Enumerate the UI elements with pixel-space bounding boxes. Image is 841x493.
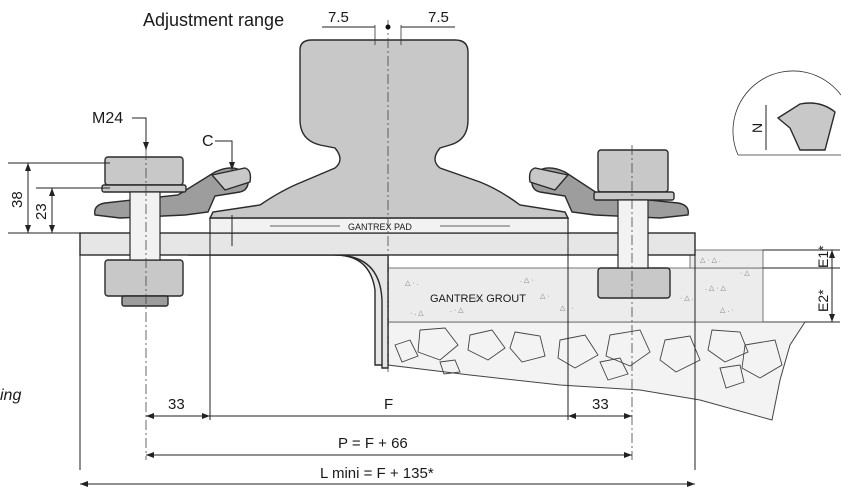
- grout-texture: △ · . · △ . . △ · △ . · · . △ △ · △ . . △ · …: [405, 257, 750, 317]
- left-bolt-end: [121, 295, 169, 307]
- adjustment-range-label: Adjustment range: [143, 10, 284, 30]
- detail-circle-arc: [732, 70, 841, 156]
- concrete-foundation: [387, 321, 806, 421]
- l-formula-label: L mini = F + 135*: [320, 465, 434, 482]
- detail-n-label: N: [749, 123, 765, 133]
- dim-f-label: F: [384, 396, 393, 413]
- svg-text:· . △: · . △: [410, 310, 424, 317]
- left-nut-bottom: [104, 259, 184, 297]
- c-label: C: [202, 133, 214, 150]
- adjustment-right-value: 7.5: [428, 9, 449, 26]
- left-nut-top: [104, 156, 184, 186]
- left-bolt-shank: [129, 191, 161, 261]
- svg-text:· △: · △: [740, 270, 750, 277]
- gantrex-grout-label: GANTREX GROUT: [430, 293, 526, 305]
- detail-clip-shape: [776, 102, 836, 151]
- svg-text:△ ·: △ ·: [540, 293, 550, 300]
- svg-text:· △ .: · △ .: [680, 295, 694, 302]
- grout-upper-layer: [689, 249, 764, 269]
- gantrex-pad-label: GANTREX PAD: [348, 222, 412, 232]
- right-bolt-shank: [617, 199, 649, 269]
- side-caption-fragment: ing: [0, 387, 21, 404]
- m24-label: M24: [92, 110, 123, 127]
- m24-leader: [132, 117, 147, 150]
- sole-plate: [79, 232, 696, 256]
- svg-text:△ · △ .: △ · △ .: [700, 257, 721, 264]
- svg-text:△ . ·: △ . ·: [560, 305, 574, 312]
- svg-text:△ . ·: △ . ·: [720, 307, 734, 314]
- right-nut-bottom: [597, 267, 671, 299]
- right-nut-top-cap: [597, 149, 669, 193]
- adjustment-left-value: 7.5: [328, 9, 349, 26]
- dim-33-right-label: 33: [592, 396, 609, 413]
- dimension-arrowheads: [25, 142, 835, 487]
- girder-web: [334, 254, 389, 369]
- left-washer: [101, 184, 187, 193]
- svg-text:. △ ·: . △ ·: [520, 277, 534, 284]
- svg-text:· △ .: · △ .: [470, 295, 484, 302]
- concrete-aggregate: [394, 327, 783, 389]
- left-clip-nose: [210, 167, 252, 191]
- dim-33-left-label: 33: [168, 396, 185, 413]
- svg-text:△ · .: △ · .: [405, 280, 419, 287]
- e1-label: E1*: [815, 245, 831, 268]
- svg-text:. △ · △: . △ · △: [705, 285, 726, 292]
- adj-center-dot: [385, 24, 391, 30]
- right-clip: [530, 167, 689, 219]
- p-formula-label: P = F + 66: [338, 435, 408, 452]
- support-girder: [188, 254, 389, 366]
- right-clip-nose: [528, 167, 570, 191]
- dim-38-label: 38: [9, 191, 26, 208]
- c-leader: [215, 140, 233, 170]
- crane-rail: [208, 39, 570, 219]
- e2-label: E2*: [815, 289, 831, 312]
- right-washer: [593, 191, 675, 201]
- svg-text:. · △: . · △: [450, 307, 464, 314]
- dim-23-label: 23: [33, 203, 50, 220]
